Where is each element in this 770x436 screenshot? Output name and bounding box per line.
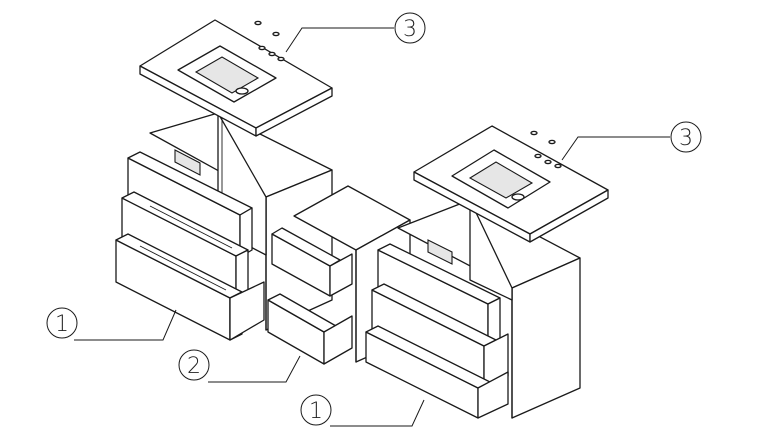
callout-3-left: 3 (394, 12, 426, 44)
callout-1-left: 1 (46, 307, 78, 339)
center-top-drawer (271, 227, 353, 297)
callout-1-right-label: 1 (309, 399, 323, 424)
callout-2-label: 2 (187, 354, 201, 379)
callout-3-right: 3 (670, 121, 702, 153)
left-bottom-drawer (115, 233, 265, 341)
right-vanity-cabinet (365, 199, 581, 419)
center-bottom-drawer (267, 293, 353, 365)
left-countertop-sink (139, 19, 333, 137)
right-countertop-sink (413, 125, 609, 243)
left-middle-drawer (121, 191, 249, 299)
callout-3-right-label: 3 (679, 126, 693, 151)
callout-1-left-label: 1 (55, 312, 69, 337)
callout-1-right: 1 (300, 394, 332, 426)
right-bottom-drawer (365, 325, 509, 419)
callout-2: 2 (178, 349, 210, 381)
callout-leaders (74, 27, 670, 427)
callout-3-left-label: 3 (403, 17, 417, 42)
